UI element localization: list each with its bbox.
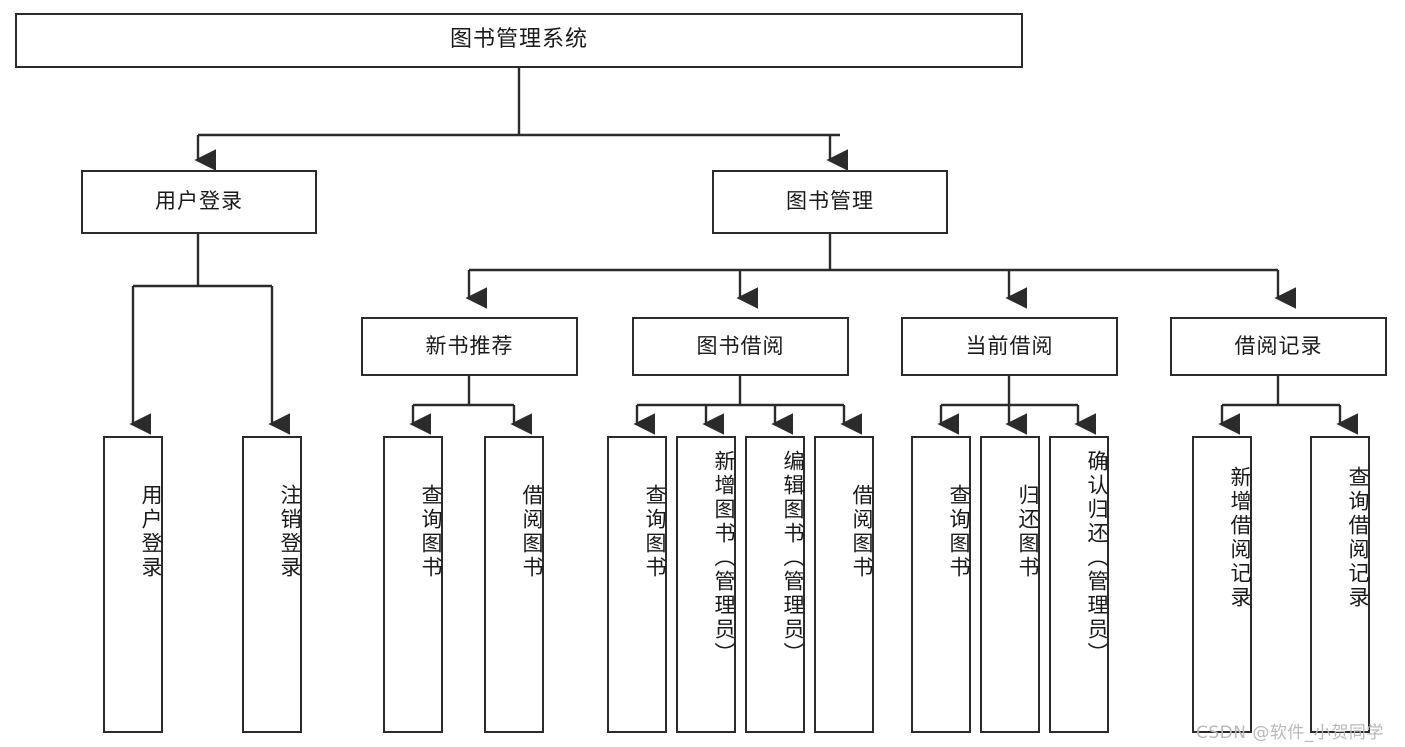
node-user-login-label: 用户登录 (155, 189, 243, 214)
leaf-user-login-logout[interactable]: 注销登录 (242, 436, 302, 733)
leaf-book-borrow-query-label: 查询图书 (643, 484, 667, 580)
csdn-watermark-text: CSDN @软件_小贺同学 (1196, 723, 1384, 743)
node-current-borrow[interactable]: 当前借阅 (901, 317, 1118, 376)
leaf-book-borrow-borrow[interactable]: 借阅图书 (814, 436, 874, 733)
leaf-current-borrow-return[interactable]: 归还图书 (980, 436, 1040, 733)
node-book-management-label: 图书管理 (786, 189, 874, 214)
leaf-user-login-login[interactable]: 用户登录 (103, 436, 163, 733)
leaf-borrow-record-query[interactable]: 查询借阅记录 (1310, 436, 1370, 733)
node-borrow-records-label: 借阅记录 (1234, 333, 1323, 358)
leaf-current-borrow-return-label: 归还图书 (1016, 484, 1040, 580)
leaf-book-borrow-add[interactable]: 新增图书（管理员） (676, 436, 736, 733)
leaf-new-book-borrow[interactable]: 借阅图书 (484, 436, 544, 733)
leaf-book-borrow-add-label: 新增图书（管理员） (712, 450, 736, 666)
csdn-watermark: CSDN @软件_小贺同学 (1196, 718, 1384, 743)
node-new-book-recommend[interactable]: 新书推荐 (361, 317, 578, 376)
node-root-system-label: 图书管理系统 (449, 27, 588, 53)
leaf-new-book-borrow-label: 借阅图书 (520, 484, 544, 580)
node-book-management[interactable]: 图书管理 (712, 170, 948, 234)
leaf-borrow-record-query-label: 查询借阅记录 (1346, 466, 1370, 610)
leaf-current-borrow-query-label: 查询图书 (947, 484, 971, 580)
node-book-borrow[interactable]: 图书借阅 (632, 317, 849, 376)
node-user-login[interactable]: 用户登录 (81, 170, 317, 234)
leaf-borrow-record-add[interactable]: 新增借阅记录 (1192, 436, 1252, 733)
node-book-borrow-label: 图书借阅 (696, 333, 785, 358)
leaf-new-book-query-label: 查询图书 (419, 484, 443, 580)
leaf-user-login-logout-label: 注销登录 (278, 484, 302, 580)
leaf-borrow-record-add-label: 新增借阅记录 (1228, 466, 1252, 610)
leaf-current-borrow-confirm-label: 确认归还（管理员） (1085, 450, 1109, 666)
node-new-book-recommend-label: 新书推荐 (425, 333, 514, 358)
leaf-book-borrow-borrow-label: 借阅图书 (850, 484, 874, 580)
node-current-borrow-label: 当前借阅 (965, 333, 1054, 358)
node-borrow-records[interactable]: 借阅记录 (1170, 317, 1387, 376)
leaf-user-login-login-label: 用户登录 (139, 484, 163, 580)
leaf-book-borrow-query[interactable]: 查询图书 (607, 436, 667, 733)
leaf-current-borrow-query[interactable]: 查询图书 (911, 436, 971, 733)
leaf-new-book-query[interactable]: 查询图书 (383, 436, 443, 733)
leaf-book-borrow-edit-label: 编辑图书（管理员） (781, 450, 805, 666)
node-root-system[interactable]: 图书管理系统 (15, 13, 1023, 68)
leaf-current-borrow-confirm[interactable]: 确认归还（管理员） (1049, 436, 1109, 733)
leaf-book-borrow-edit[interactable]: 编辑图书（管理员） (745, 436, 805, 733)
